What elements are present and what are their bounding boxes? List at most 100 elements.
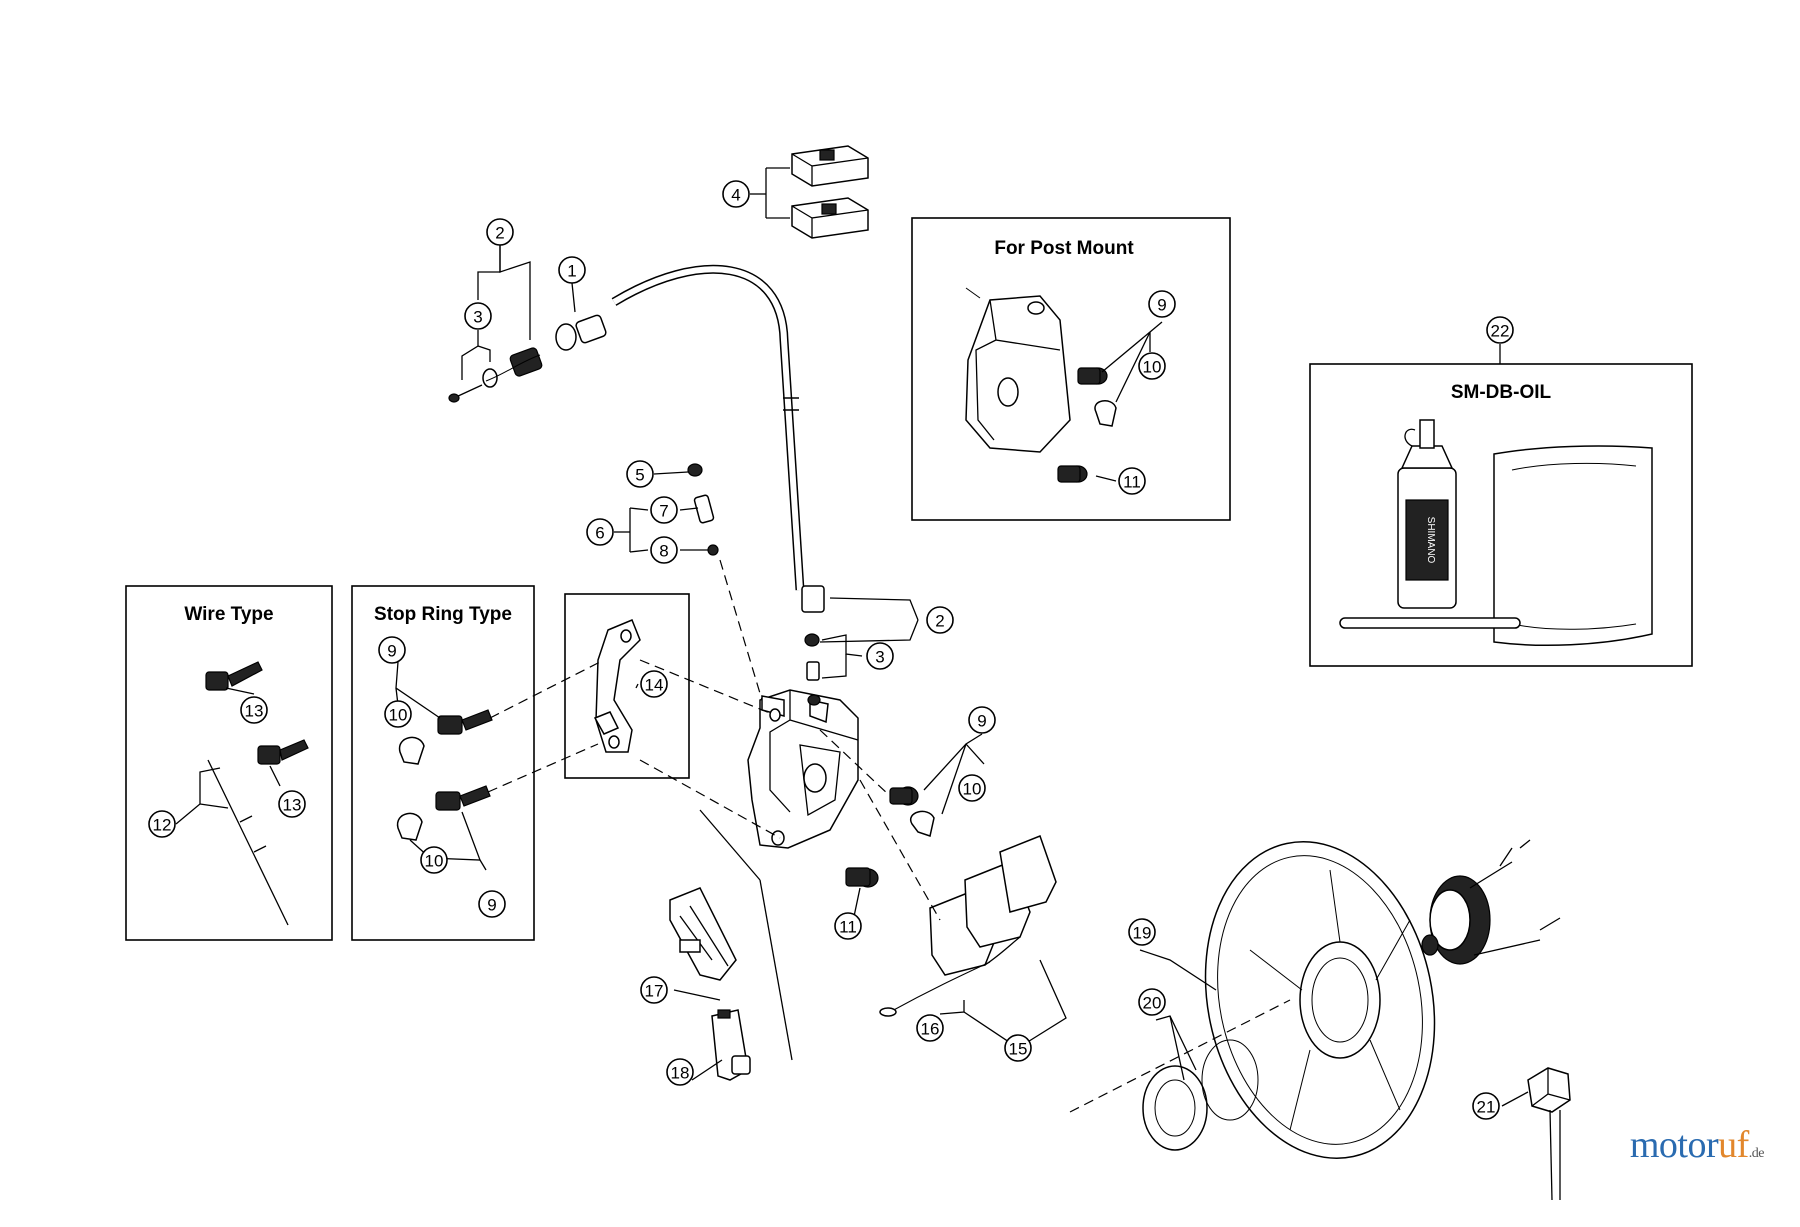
callout-3-lower: 3 bbox=[866, 642, 894, 670]
callout-13-upper: 13 bbox=[240, 696, 268, 724]
callout-9-post: 9 bbox=[1148, 290, 1176, 318]
svg-text:2: 2 bbox=[495, 224, 504, 243]
wire-type-title: Wire Type bbox=[184, 604, 273, 625]
disc-rotor bbox=[1204, 841, 1436, 1159]
callout-18: 18 bbox=[666, 1058, 694, 1086]
bleed-nipple-parts bbox=[687, 463, 719, 556]
svg-text:15: 15 bbox=[1009, 1040, 1028, 1059]
svg-text:4: 4 bbox=[731, 186, 740, 205]
svg-text:11: 11 bbox=[839, 918, 857, 937]
callout-20: 20 bbox=[1138, 988, 1166, 1016]
svg-text:10: 10 bbox=[1143, 358, 1162, 377]
svg-text:9: 9 bbox=[977, 712, 986, 731]
callout-17: 17 bbox=[640, 976, 668, 1004]
stop-ring-parts bbox=[396, 709, 493, 841]
wire-type-parts bbox=[205, 661, 309, 926]
callout-9-caliper: 9 bbox=[968, 706, 996, 734]
mount-adapter bbox=[593, 619, 641, 753]
svg-text:3: 3 bbox=[875, 648, 884, 667]
callout-16: 16 bbox=[916, 1014, 944, 1042]
svg-text:9: 9 bbox=[387, 642, 396, 661]
brake-caliper bbox=[747, 689, 859, 849]
stop-ring-type-box bbox=[351, 585, 535, 941]
callout-3: 3 bbox=[464, 302, 492, 330]
oil-box bbox=[1309, 363, 1693, 667]
pad-spring bbox=[669, 887, 737, 981]
svg-text:19: 19 bbox=[1133, 924, 1152, 943]
callout-21: 21 bbox=[1472, 1092, 1500, 1120]
callout-9-stopring-lower: 9 bbox=[478, 890, 506, 918]
callout-10-stopring-upper: 10 bbox=[384, 700, 412, 728]
svg-text:10: 10 bbox=[389, 706, 408, 725]
callout-14: 14 bbox=[640, 670, 668, 698]
svg-text:3: 3 bbox=[473, 308, 482, 327]
svg-text:8: 8 bbox=[659, 542, 668, 561]
oil-bottle: SHIMANO bbox=[1397, 419, 1457, 609]
hose-fittings-top bbox=[448, 314, 607, 403]
callout-10-caliper: 10 bbox=[958, 774, 986, 802]
svg-text:14: 14 bbox=[645, 676, 664, 695]
assembly-guide-lines bbox=[487, 559, 1291, 1113]
callout-15: 15 bbox=[1004, 1034, 1032, 1062]
svg-text:5: 5 bbox=[635, 466, 644, 485]
stop-ring-type-title: Stop Ring Type bbox=[374, 604, 512, 625]
logo-accent: uf bbox=[1718, 1124, 1749, 1166]
callout-9-stopring-upper: 9 bbox=[378, 636, 406, 664]
callout-1: 1 bbox=[558, 256, 586, 284]
logo-main: motor bbox=[1629, 1124, 1719, 1166]
post-mount-box bbox=[911, 217, 1231, 521]
logo-tld: .de bbox=[1748, 1146, 1765, 1161]
callout-12: 12 bbox=[148, 810, 176, 838]
callout-4: 4 bbox=[722, 180, 750, 208]
callout-13-lower: 13 bbox=[278, 790, 306, 818]
callout-11-caliper: 11 bbox=[834, 912, 862, 940]
svg-text:11: 11 bbox=[1123, 473, 1141, 492]
svg-text:22: 22 bbox=[1491, 322, 1510, 341]
svg-text:18: 18 bbox=[671, 1064, 690, 1083]
svg-text:10: 10 bbox=[425, 852, 444, 871]
oil-funnel-tube bbox=[1339, 617, 1521, 629]
svg-text:7: 7 bbox=[659, 502, 668, 521]
post-mount-caliper bbox=[965, 287, 1117, 483]
svg-text:13: 13 bbox=[283, 796, 302, 815]
svg-text:2: 2 bbox=[935, 612, 944, 631]
lockring-tool bbox=[1527, 1067, 1571, 1201]
lock-ring bbox=[1142, 1039, 1259, 1151]
callout-5: 5 bbox=[626, 460, 654, 488]
hose-fittings-bottom bbox=[801, 585, 825, 706]
svg-text:10: 10 bbox=[963, 780, 982, 799]
caliper-bolts bbox=[845, 786, 935, 888]
svg-text:1: 1 bbox=[567, 262, 576, 281]
svg-text:20: 20 bbox=[1143, 994, 1162, 1013]
callout-22: 22 bbox=[1486, 316, 1514, 344]
pad-axle-pin bbox=[711, 1009, 751, 1081]
svg-text:21: 21 bbox=[1477, 1098, 1496, 1117]
wheel-hub bbox=[1421, 839, 1561, 965]
svg-text:6: 6 bbox=[595, 524, 604, 543]
oil-bag bbox=[1493, 445, 1653, 647]
oil-title: SM-DB-OIL bbox=[1451, 382, 1552, 403]
adapter-box bbox=[564, 593, 690, 779]
callout-10-post: 10 bbox=[1138, 352, 1166, 380]
svg-text:SHIMANO: SHIMANO bbox=[1425, 517, 1436, 564]
svg-text:9: 9 bbox=[487, 896, 496, 915]
callout-2-lower: 2 bbox=[926, 606, 954, 634]
motoruf-logo: motoruf.de bbox=[1629, 1123, 1765, 1167]
brake-hose bbox=[611, 264, 805, 591]
svg-text:12: 12 bbox=[153, 816, 172, 835]
callout-6: 6 bbox=[586, 518, 614, 546]
brake-pads bbox=[879, 835, 1057, 1017]
wire-type-box bbox=[125, 585, 333, 941]
svg-text:13: 13 bbox=[245, 702, 264, 721]
callout-11-post: 11 bbox=[1118, 467, 1146, 495]
callout-2: 2 bbox=[486, 218, 514, 246]
callout-8: 8 bbox=[650, 536, 678, 564]
callout-19: 19 bbox=[1128, 918, 1156, 946]
callout-10-stopring-lower: 10 bbox=[420, 846, 448, 874]
svg-text:9: 9 bbox=[1157, 296, 1166, 315]
pad-spacers bbox=[791, 145, 869, 239]
svg-text:16: 16 bbox=[921, 1020, 940, 1039]
callout-7: 7 bbox=[650, 496, 678, 524]
svg-text:17: 17 bbox=[645, 982, 664, 1001]
